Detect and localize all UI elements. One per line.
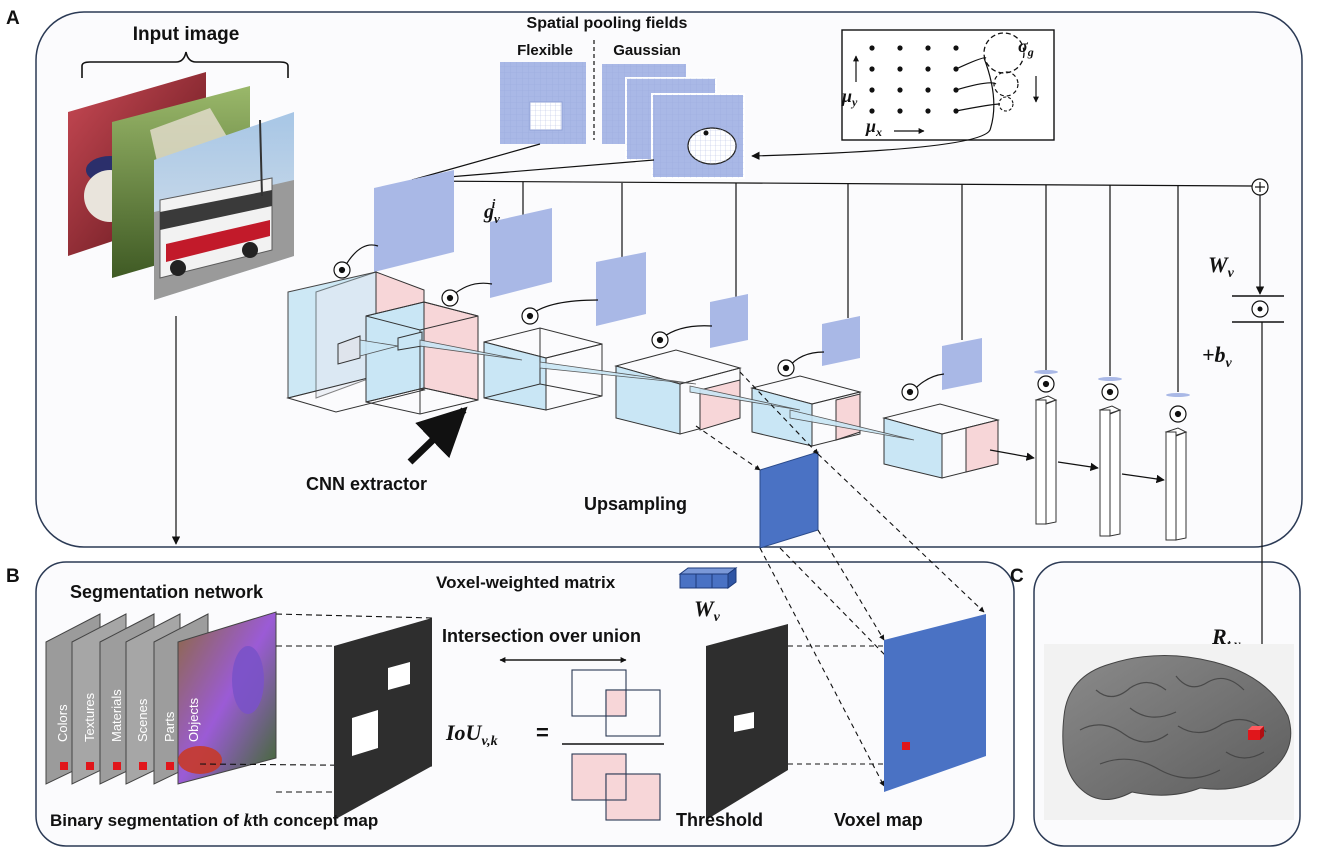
voxel-cube [1248, 726, 1264, 740]
concept-colors: Colors [55, 704, 70, 742]
panel-a-frame [35, 11, 1303, 548]
gaussian-fields [602, 64, 745, 179]
w-v-matrix-label: Wv [694, 596, 721, 625]
concept-labels: Colors Textures Materials Scenes Parts O… [55, 689, 201, 742]
input-image-label: Input image [133, 24, 240, 45]
hadamard-operators [333, 244, 1187, 423]
iou-intersection-diagram [571, 669, 661, 737]
fc-layers [1034, 395, 1188, 541]
gaussian-label: Gaussian [613, 42, 681, 59]
voxel-weighted-matrix-label: Voxel-weighted matrix [436, 573, 616, 592]
panel-c-letter: C [1010, 566, 1024, 587]
params-to-field-arrow [751, 57, 995, 160]
mu-y-label: μy [841, 86, 858, 109]
iou-formula-label: IoUv,k [445, 720, 498, 749]
bus-drops [522, 182, 1179, 392]
iou-union-diagram [571, 753, 661, 821]
projection-lines [695, 371, 985, 787]
concept-materials: Materials [109, 689, 124, 742]
threshold-label: Threshold [676, 810, 763, 830]
threshold-voxel-lines [788, 645, 884, 765]
g-v-label: gvi [483, 196, 500, 226]
input-image-stack [68, 72, 294, 300]
mu-x-label: μx [865, 116, 882, 139]
cnn-extractor-arrow [407, 406, 468, 465]
concept-scenes: Scenes [135, 698, 150, 742]
gaussian-params-box [841, 29, 1055, 141]
cnn-extractor-label: CNN extractor [306, 474, 427, 494]
concept-textures: Textures [82, 692, 97, 742]
brain-surface [1044, 644, 1294, 820]
cnn-layer-3 [483, 327, 603, 411]
input-image-brace [81, 51, 289, 78]
binary-segmentation-label: Binary segmentation of kth concept map [50, 810, 378, 830]
segmentation-network-label: Segmentation network [70, 582, 264, 602]
iou-title: Intersection over union [442, 626, 641, 646]
flexible-label: Flexible [517, 42, 573, 59]
spatial-pooling-title: Spatial pooling fields [527, 15, 688, 32]
concept-stack [45, 611, 277, 785]
panel-b-letter: B [6, 566, 20, 587]
voxel-map-label: Voxel map [834, 810, 923, 830]
voxel-weighted-cubes [678, 567, 738, 589]
panel-a-letter: A [6, 8, 20, 29]
sigma-g-label: σg [1018, 36, 1034, 59]
cnn-layer-6 [882, 403, 1000, 479]
fc-arrows [989, 449, 1165, 484]
b-v-label: +bv [1202, 342, 1233, 371]
w-v-label: Wv [1208, 252, 1235, 281]
receptive-cones [359, 339, 915, 441]
concept-parts: Parts [162, 711, 177, 742]
upsampling-label: Upsampling [584, 494, 687, 514]
iou-equals: = [536, 720, 549, 745]
summation-bus [411, 180, 1253, 187]
concept-objects: Objects [186, 697, 201, 742]
layer-pooling-fields [374, 170, 1190, 397]
flexible-field [500, 62, 586, 144]
cnn-layer-2 [365, 301, 479, 415]
